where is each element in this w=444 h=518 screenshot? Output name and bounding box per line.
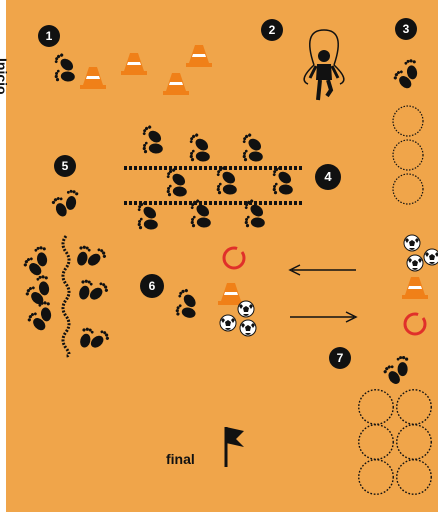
- station-number-2: 2: [269, 23, 276, 37]
- station-badge-3: 3: [395, 18, 417, 40]
- station-number-5: 5: [62, 159, 69, 173]
- soccer-ball-icon: [240, 320, 256, 336]
- soccer-ball-icon: [407, 255, 423, 271]
- soccer-ball-icon: [238, 301, 254, 317]
- station-number-4: 4: [324, 169, 332, 184]
- station-number-1: 1: [46, 29, 53, 43]
- soccer-ball-icon: [404, 235, 420, 251]
- station-number-7: 7: [337, 351, 344, 365]
- station-badge-7: 7: [329, 347, 351, 369]
- station-number-3: 3: [403, 22, 410, 36]
- soccer-ball-icon: [220, 315, 236, 331]
- station-badge-6: 6: [140, 274, 164, 298]
- station-badge-2: 2: [261, 19, 283, 41]
- station-badge-5: 5: [54, 155, 76, 177]
- station-badge-1: 1: [38, 25, 60, 47]
- station-number-6: 6: [149, 279, 156, 293]
- soccer-ball-icon: [424, 249, 438, 265]
- start-label: Inicio: [0, 58, 10, 98]
- station-badge-4: 4: [315, 164, 341, 190]
- field: 1 2 3 4 5 6 7: [6, 0, 438, 512]
- end-label: final: [166, 451, 195, 467]
